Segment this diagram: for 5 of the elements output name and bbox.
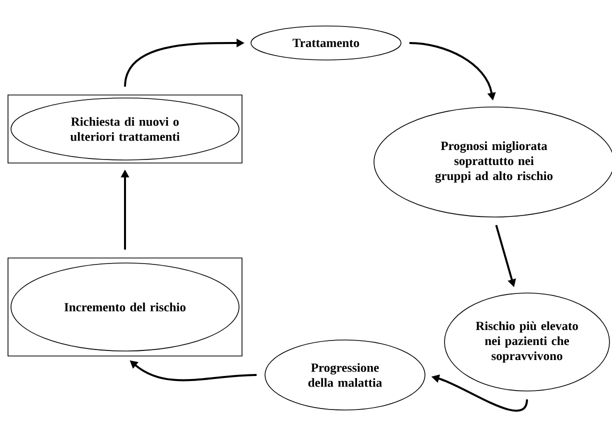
ellipse-node: Progressione della malattia (264, 340, 426, 410)
ellipse-node: Trattamento (250, 26, 402, 60)
ellipse-node: Incremento del rischio (10, 262, 240, 352)
ellipse-node: Richiesta di nuovi o ulteriori trattamenti (10, 98, 240, 160)
ellipse-node: Rischio più elevato nei pazienti che sopravvivono (444, 292, 610, 392)
